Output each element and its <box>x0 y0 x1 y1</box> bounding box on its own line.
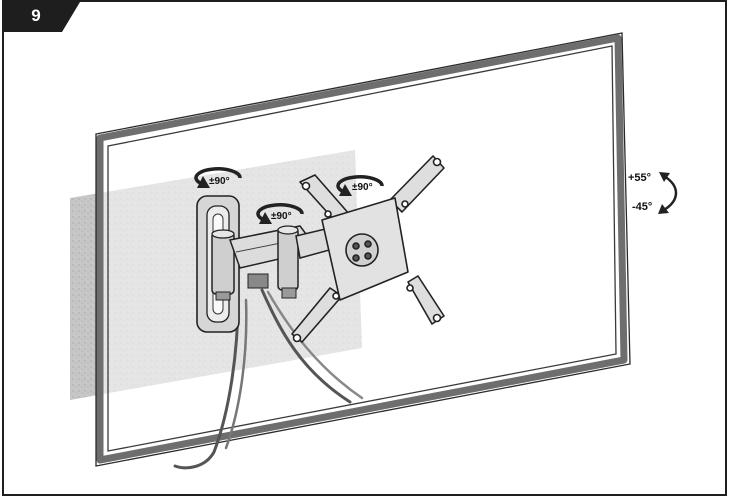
rotation-arrow-wall <box>194 167 242 188</box>
tilt-up-label: +55° <box>628 172 651 184</box>
step-tab <box>2 2 80 32</box>
rotation-arrow-plate <box>336 175 384 196</box>
vesa-plate <box>291 155 445 343</box>
step-number: 9 <box>31 6 41 25</box>
tilt-down-label: -45° <box>632 201 652 213</box>
wall-pivot-rotation-label: ±90° <box>209 176 230 187</box>
arm-pivot-rotation-label: ±90° <box>271 211 292 222</box>
plate-pivot-rotation-label: ±90° <box>352 182 373 193</box>
tilt-arrow <box>658 172 678 214</box>
cables <box>173 288 364 470</box>
rotation-arrow-arm <box>256 203 304 224</box>
